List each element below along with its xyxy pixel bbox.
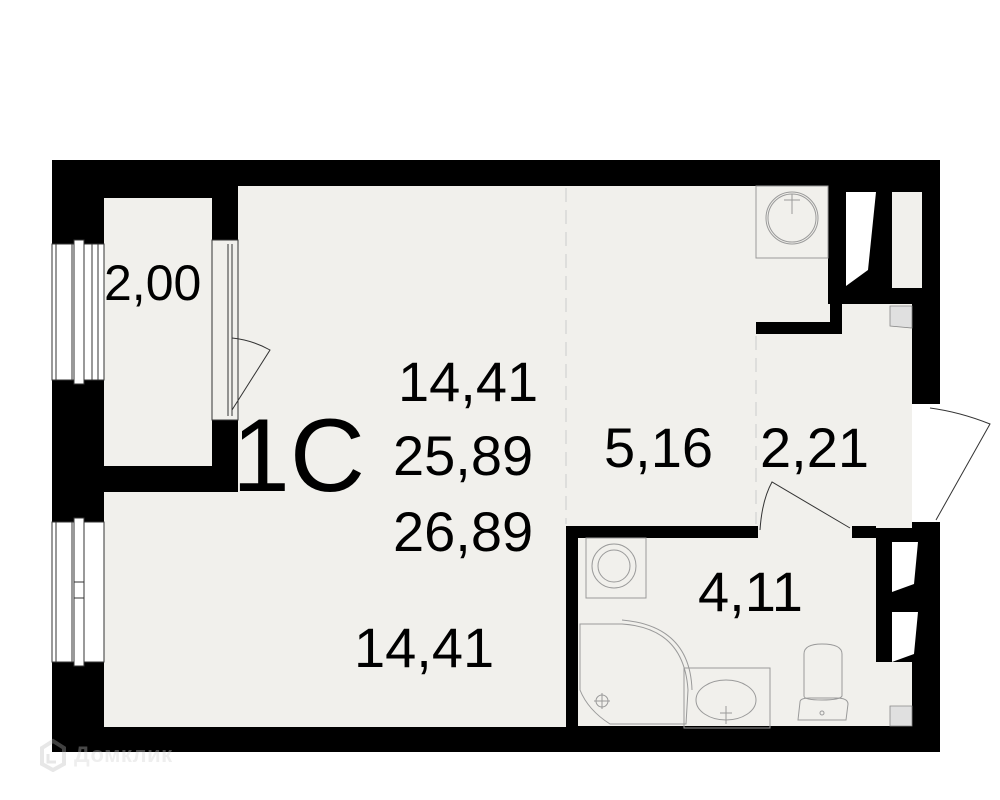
sink-fixture — [683, 667, 771, 729]
room-area-hallway: 2,21 — [760, 416, 869, 479]
window-living-room — [51, 517, 105, 667]
window-balcony — [51, 239, 105, 385]
room-area-kitchen: 5,16 — [604, 416, 713, 479]
domclick-watermark-text: Домклик — [74, 742, 173, 767]
room-area-bathroom: 4,11 — [698, 560, 803, 623]
ventilation-shafts — [846, 192, 918, 662]
floor — [104, 186, 922, 727]
riser-mark — [889, 705, 913, 727]
riser-mark — [889, 305, 913, 329]
toilet-fixture — [797, 643, 849, 721]
living-area-summary: 14,41 — [398, 350, 539, 413]
area-without-balcony-summary: 25,89 — [393, 424, 534, 487]
room-area-living-room: 14,41 — [354, 616, 495, 679]
total-area-summary: 26,89 — [393, 500, 534, 563]
partition-wall — [830, 186, 842, 334]
stove-fixture — [755, 185, 829, 259]
shower-fixture — [579, 619, 693, 725]
bathroom-door — [758, 481, 852, 540]
entrance-door — [912, 404, 991, 522]
bathroom-wall — [566, 526, 758, 538]
apartment-type-label: 1С — [232, 398, 365, 514]
washing-machine-fixture — [585, 537, 647, 599]
domclick-logo-icon — [40, 738, 66, 772]
bathroom-wall — [566, 526, 578, 728]
partition-wall — [756, 322, 830, 334]
balcony-door — [211, 239, 271, 421]
room-area-balcony: 2,00 — [104, 255, 202, 311]
bathroom-wall — [852, 526, 876, 538]
domclick-watermark: Домклик — [38, 738, 173, 772]
